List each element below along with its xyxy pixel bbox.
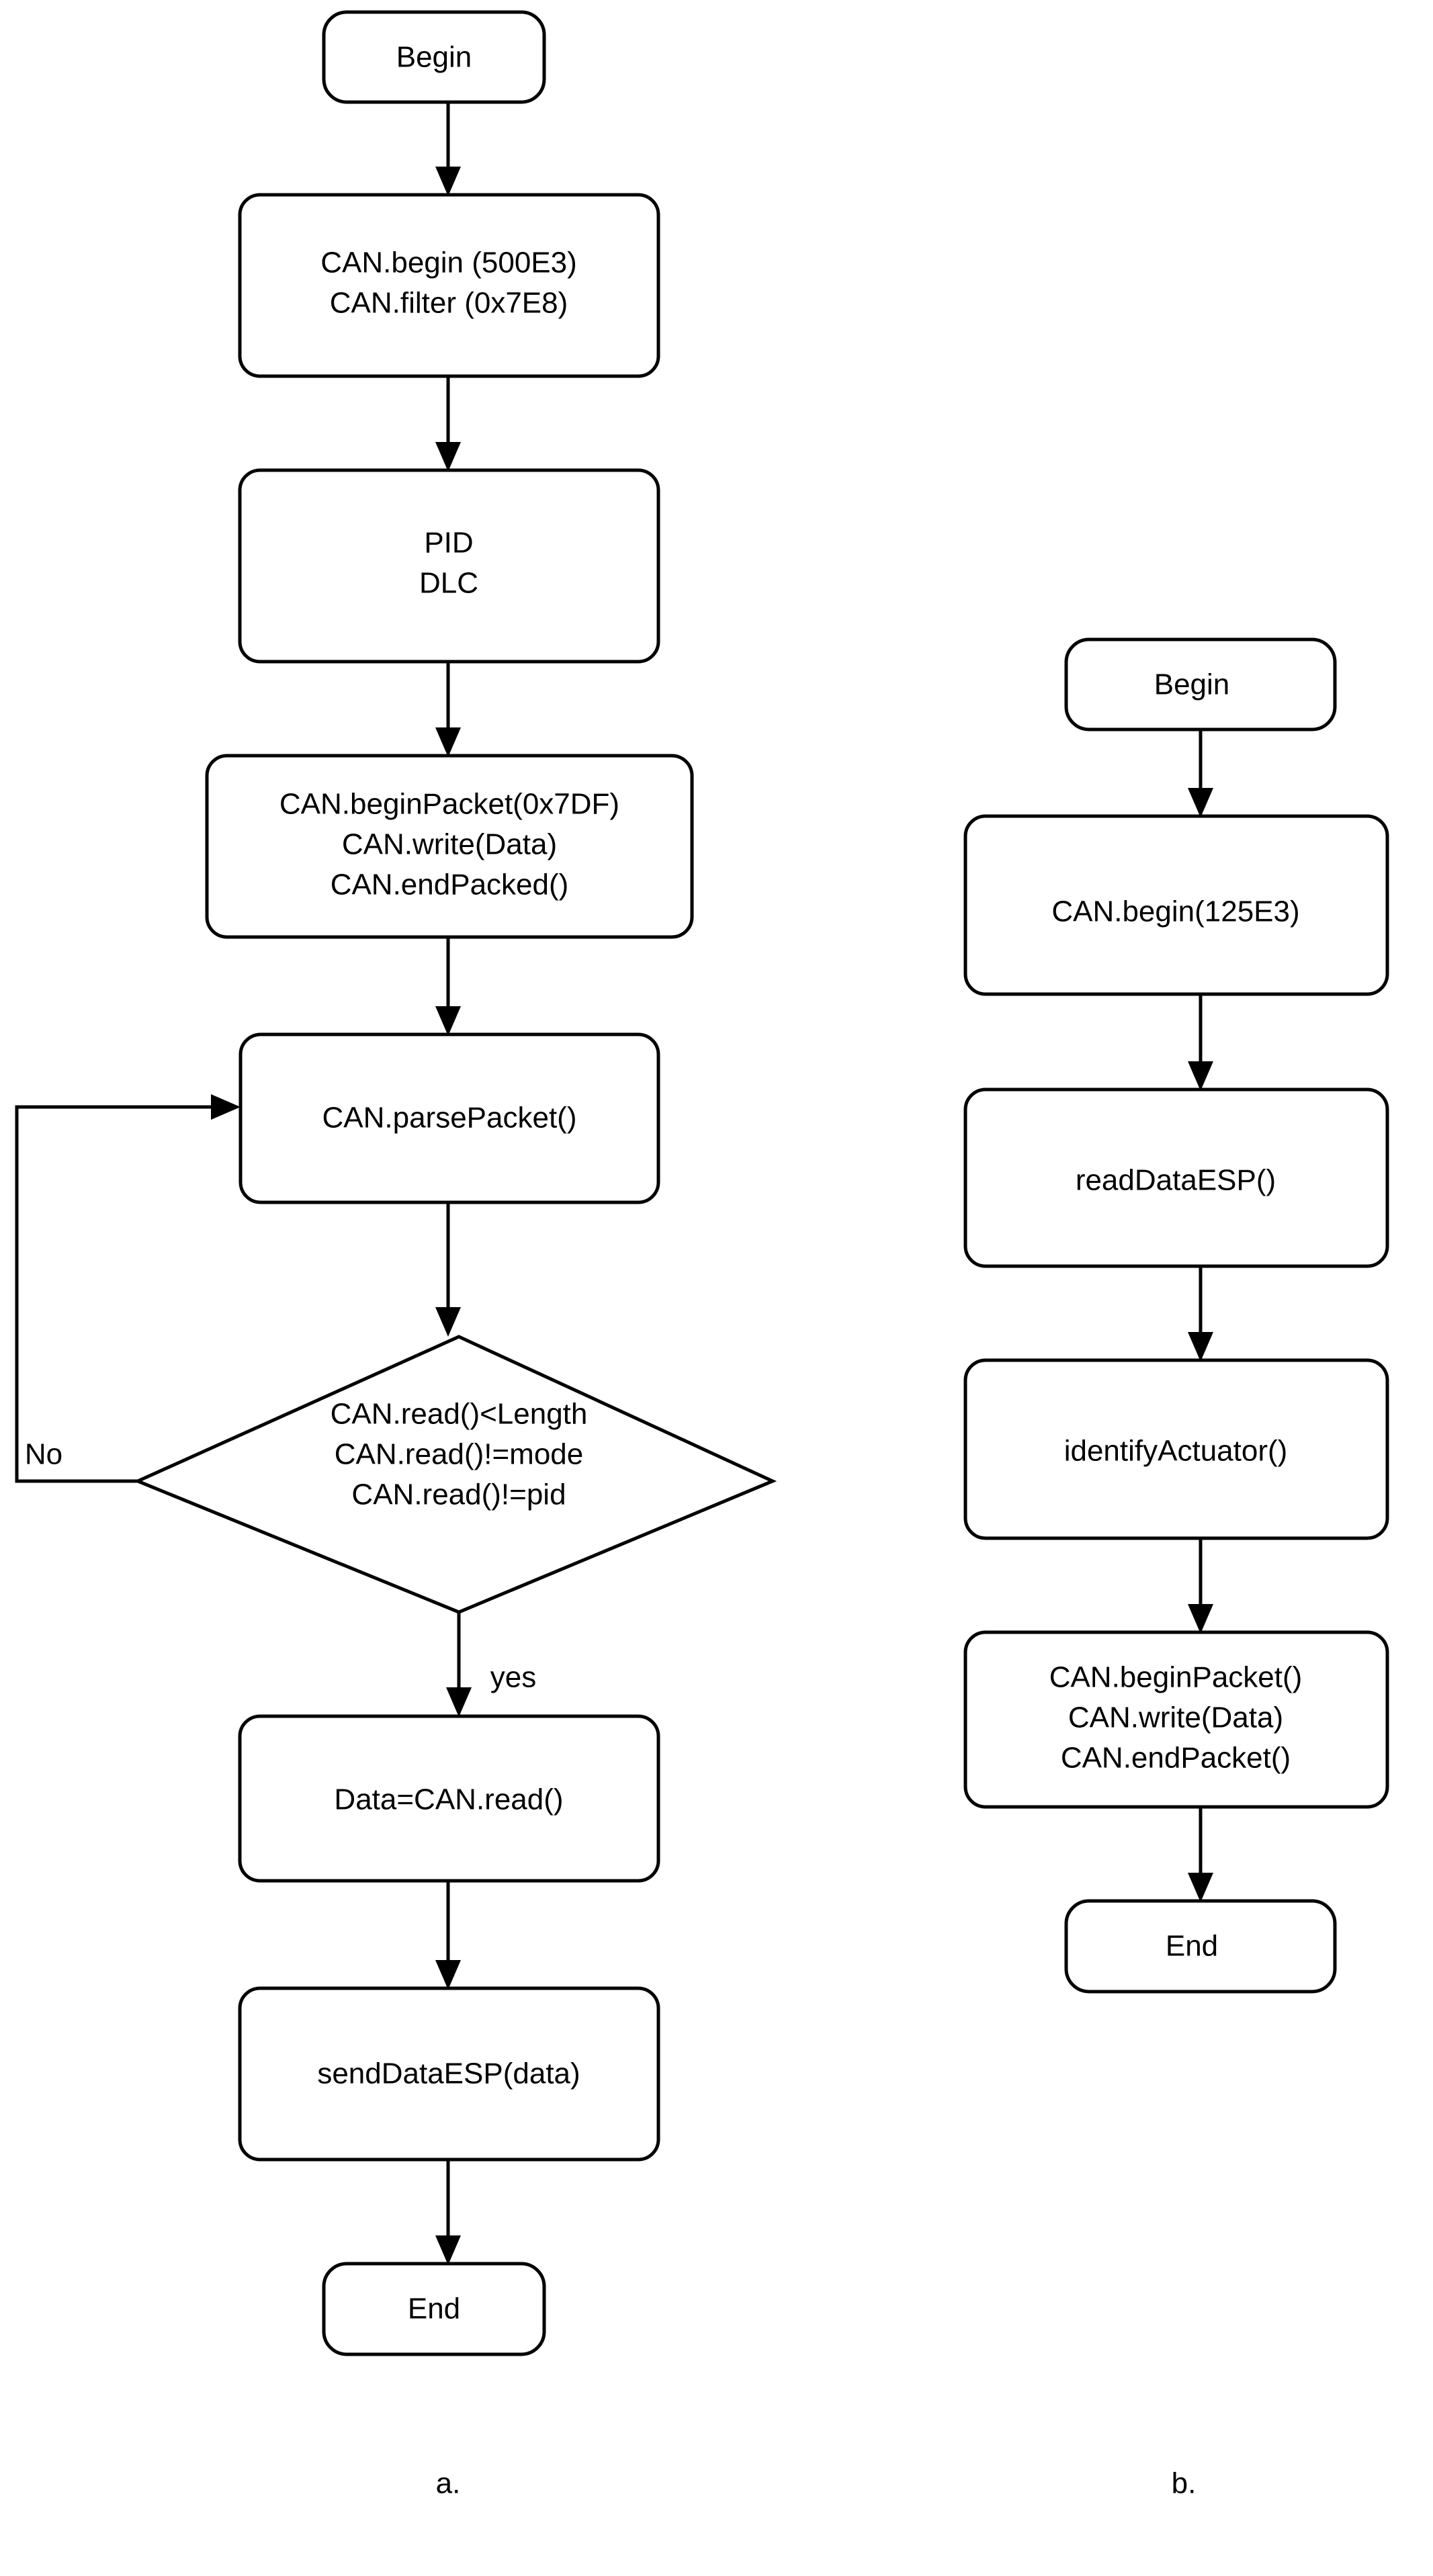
edge-b-init-to-read [1188,994,1213,1091]
b-send-packet-shape [963,1630,1389,1809]
b-begin-label: Begin [1154,668,1230,701]
b-packet-line2: CAN.write(Data) [1068,1701,1283,1734]
a-end-shape [322,2262,546,2356]
node-b-read-esp[interactable]: readDataESP() [963,1087,1389,1268]
arrow-head-icon [435,167,461,196]
a-decision-line2: CAN.read()!=mode [335,1438,583,1471]
edge-a-sendesp-to-end [435,2160,461,2265]
b-identify-shape [963,1358,1389,1540]
a-decision-line3: CAN.read()!=pid [351,1478,566,1511]
b-can-init-label: CAN.begin(125E3) [1051,895,1299,928]
edge-a-decision-yes: yes [446,1612,536,1717]
edge-b-packet-to-end [1188,1807,1213,1902]
panel-b: Begin CAN.begin(125E3) readDataESP() [963,637,1389,2500]
a-no-branch-label: No [25,1438,62,1471]
a-pid-dlc-shape [238,468,660,664]
a-pid-label: PID [424,527,473,560]
edge-b-begin-to-init [1188,729,1213,817]
edge-b-read-to-identify [1188,1266,1213,1362]
b-packet-line3: CAN.endPacket() [1061,1742,1291,1775]
a-decision-shape [133,1335,777,1614]
node-b-end[interactable]: End [1064,1899,1337,1994]
edge-a-piddlc-to-request [435,662,461,757]
arrow-head-icon [1188,1604,1213,1634]
node-b-can-init[interactable]: CAN.begin(125E3) [963,814,1389,996]
edge-a-request-to-parse [435,937,461,1036]
a-begin-label: Begin [396,41,472,74]
arrow-head-icon [435,2235,461,2265]
panel-a: Begin CAN.begin (500E3) CAN.filter (0x7E… [15,10,777,2500]
node-a-pid-dlc[interactable]: PID DLC [238,468,660,664]
b-can-init-shape [963,814,1389,996]
node-a-can-init[interactable]: CAN.begin (500E3) CAN.filter (0x7E8) [238,193,660,378]
edge-a-read-to-sendesp [435,1881,461,1990]
arrow-head-icon [211,1094,241,1120]
b-identify-label: identifyActuator() [1064,1435,1288,1468]
a-can-init-line2: CAN.filter (0x7E8) [330,287,568,320]
arrow-head-icon [435,1307,461,1337]
node-a-read-data[interactable]: Data=CAN.read() [238,1714,660,1883]
node-a-end[interactable]: End [322,2262,546,2356]
a-begin-shape [322,10,546,104]
a-can-init-shape [238,193,660,378]
a-read-data-label: Data=CAN.read() [334,1783,563,1816]
edge-a-init-to-piddlc [435,376,461,472]
arrow-head-icon [435,442,461,472]
node-a-send-esp[interactable]: sendDataESP(data) [238,1986,660,2162]
b-read-esp-shape [963,1087,1389,1268]
node-a-decision[interactable]: CAN.read()<Length CAN.read()!=mode CAN.r… [133,1335,777,1614]
arrow-head-icon [1188,788,1213,817]
panel-a-caption: a. [436,2467,461,2500]
edge-b-identify-to-packet [1188,1538,1213,1634]
a-request-line3: CAN.endPacked() [331,869,569,901]
node-a-send-request[interactable]: CAN.beginPacket(0x7DF) CAN.write(Data) C… [205,754,694,939]
a-can-init-line1: CAN.begin (500E3) [320,247,577,279]
b-end-shape [1064,1899,1337,1994]
a-end-label: End [408,2293,460,2325]
arrow-head-icon [435,1006,461,1036]
node-a-parse-packet[interactable]: CAN.parsePacket() [238,1032,660,1204]
edge-a-begin-to-init [435,102,461,196]
panel-b-caption: b. [1172,2467,1197,2500]
arrow-head-icon [446,1687,472,1717]
b-end-label: End [1166,1930,1218,1963]
edge-a-decision-no-loop: No [15,1094,241,1483]
a-send-esp-label: sendDataESP(data) [317,2057,580,2090]
b-packet-line1: CAN.beginPacket() [1049,1661,1303,1694]
a-parse-packet-label: CAN.parsePacket() [322,1102,576,1135]
arrow-head-icon [435,727,461,757]
a-decision-line1: CAN.read()<Length [331,1398,588,1431]
a-dlc-label: DLC [419,567,478,600]
arrow-head-icon [435,1960,461,1990]
a-request-line1: CAN.beginPacket(0x7DF) [279,788,619,821]
node-b-send-packet[interactable]: CAN.beginPacket() CAN.write(Data) CAN.en… [963,1630,1389,1809]
arrow-head-icon [1188,1873,1213,1902]
edge-a-parse-to-decision [435,1202,461,1337]
node-b-begin[interactable]: Begin [1064,637,1337,731]
a-request-line2: CAN.write(Data) [342,828,557,861]
edge-line [15,1105,222,1483]
arrow-head-icon [1188,1061,1213,1091]
arrow-head-icon [1188,1332,1213,1362]
node-b-identify[interactable]: identifyActuator() [963,1358,1389,1540]
a-yes-branch-label: yes [490,1661,536,1694]
node-a-begin[interactable]: Begin [322,10,546,104]
b-read-esp-label: readDataESP() [1076,1164,1276,1197]
